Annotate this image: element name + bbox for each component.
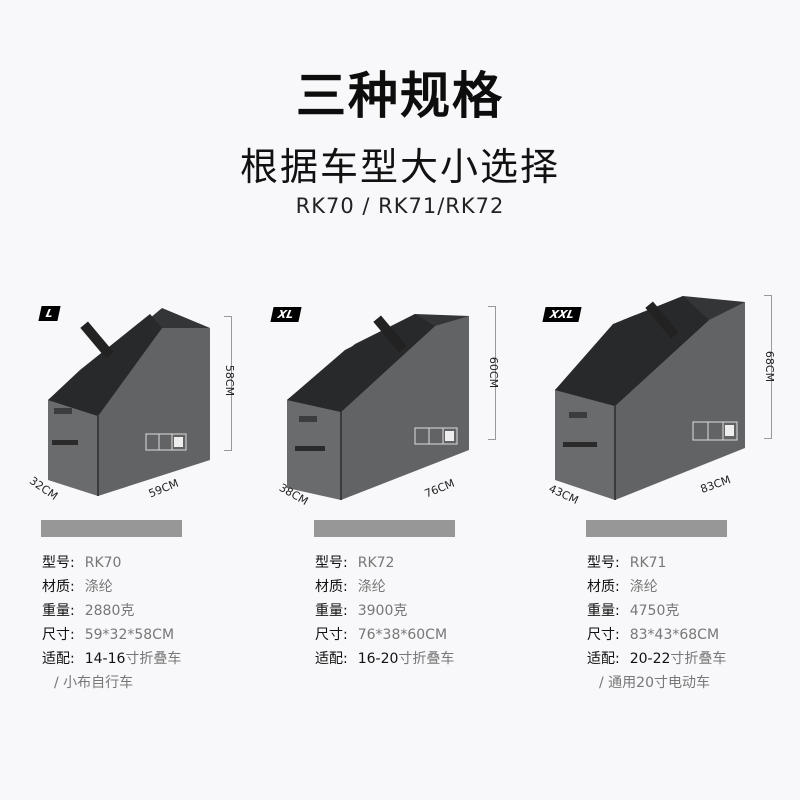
model-list: RK70 / RK71/RK72 bbox=[295, 194, 505, 218]
fit-note: / 小布自行车 bbox=[54, 675, 134, 691]
size-label: 尺寸: bbox=[587, 627, 620, 643]
size-label: 尺寸: bbox=[42, 627, 75, 643]
divider-bar bbox=[586, 520, 727, 537]
weight-value: 3900克 bbox=[357, 603, 408, 619]
divider-bar bbox=[314, 520, 455, 537]
model-label: 型号: bbox=[315, 555, 348, 571]
weight-label: 重量: bbox=[315, 603, 348, 619]
spec-list: 型号: RK71 材质: 涤纶 重量: 4750克 尺寸: 83*43*68CM 适配:… bbox=[587, 551, 726, 695]
fit-note: / 通用20寸电动车 bbox=[599, 675, 710, 691]
material-value: 涤纶 bbox=[629, 579, 658, 595]
material-label: 材质: bbox=[315, 579, 348, 595]
model-label: 型号: bbox=[587, 555, 620, 571]
page-subtitle: 根据车型大小选择 bbox=[239, 145, 560, 189]
size-value: 83*43*68CM bbox=[629, 627, 720, 643]
fit-range: 20-22 bbox=[629, 651, 671, 667]
fit-text: 寸折叠车 bbox=[398, 651, 455, 667]
fit-text: 寸折叠车 bbox=[125, 651, 182, 667]
fit-range: 14-16 bbox=[84, 651, 126, 667]
model-value: RK70 bbox=[84, 555, 122, 571]
size-label: 尺寸: bbox=[315, 627, 348, 643]
bag-image-xl bbox=[287, 314, 469, 500]
fit-text: 寸折叠车 bbox=[670, 651, 727, 667]
height-line bbox=[764, 295, 772, 439]
bag-image-l bbox=[48, 308, 210, 496]
weight-value: 2880克 bbox=[84, 603, 135, 619]
fit-range: 16-20 bbox=[357, 651, 399, 667]
weight-label: 重量: bbox=[42, 603, 75, 619]
fit-label: 适配: bbox=[315, 651, 348, 667]
material-value: 涤纶 bbox=[84, 579, 113, 595]
material-label: 材质: bbox=[42, 579, 75, 595]
divider-bar bbox=[41, 520, 182, 537]
page-title: 三种规格 bbox=[296, 67, 504, 125]
model-label: 型号: bbox=[42, 555, 75, 571]
height-line bbox=[488, 306, 496, 440]
size-value: 76*38*60CM bbox=[357, 627, 448, 643]
spec-list: 型号: RK70 材质: 涤纶 重量: 2880克 尺寸: 59*32*58CM 适配:… bbox=[42, 551, 181, 695]
model-value: RK71 bbox=[629, 555, 667, 571]
weight-value: 4750克 bbox=[629, 603, 680, 619]
fit-label: 适配: bbox=[42, 651, 75, 667]
bag-image-xxl bbox=[555, 296, 745, 500]
weight-label: 重量: bbox=[587, 603, 620, 619]
size-value: 59*32*58CM bbox=[84, 627, 175, 643]
height-label: 68CM bbox=[763, 350, 777, 383]
height-label: 60CM bbox=[487, 356, 501, 389]
fit-label: 适配: bbox=[587, 651, 620, 667]
model-value: RK72 bbox=[357, 555, 395, 571]
material-label: 材质: bbox=[587, 579, 620, 595]
material-value: 涤纶 bbox=[357, 579, 386, 595]
height-label: 58CM bbox=[223, 364, 237, 397]
height-line bbox=[224, 316, 232, 451]
spec-list: 型号: RK72 材质: 涤纶 重量: 3900克 尺寸: 76*38*60CM 适配:… bbox=[315, 551, 454, 671]
